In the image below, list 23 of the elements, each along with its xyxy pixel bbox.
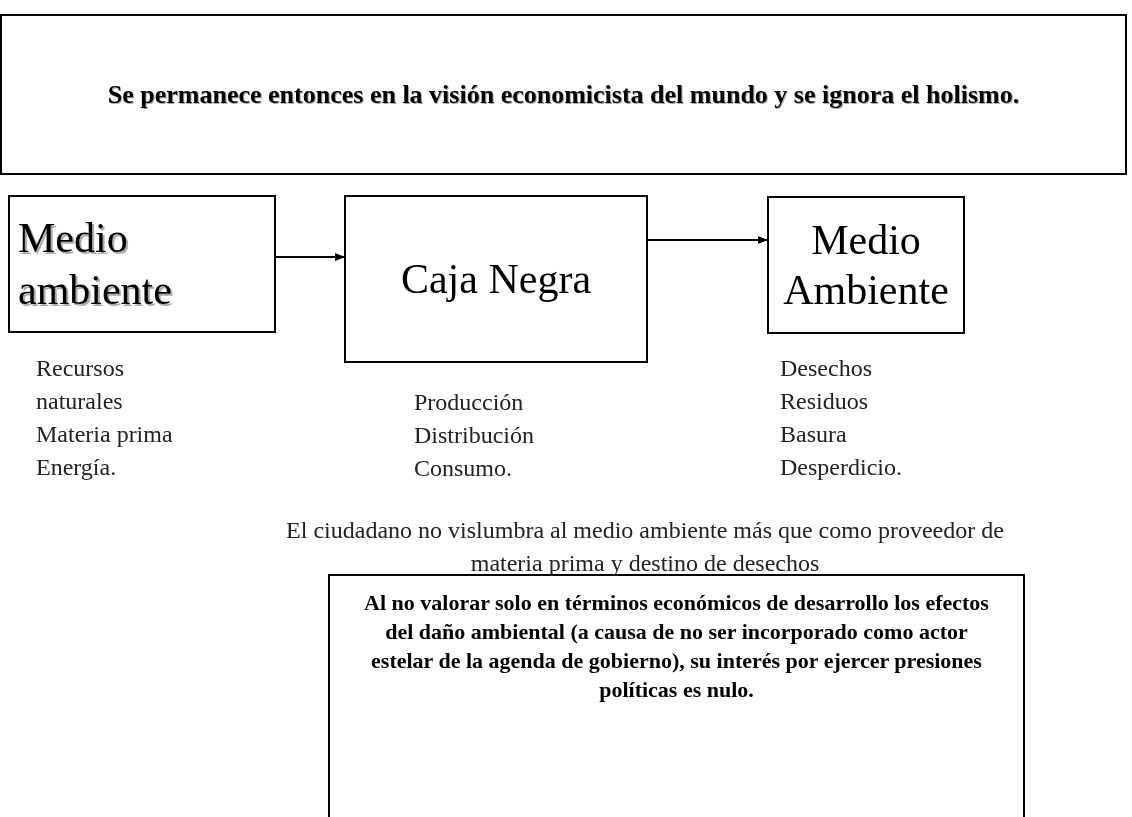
list-item: Producción	[414, 388, 525, 417]
box-text: Caja Negra	[400, 254, 592, 304]
arrow	[275, 253, 345, 261]
box-text: Medio ambiente	[17, 214, 173, 315]
list-item: Desechos	[780, 354, 873, 383]
list-item: Recursos naturales	[36, 354, 125, 416]
note-text: El ciudadano no vislumbra al medio ambiente más que como proveedor de materia prima y destino de desechos	[285, 516, 1005, 578]
list-item: Desperdicio.	[780, 453, 903, 482]
text-box	[767, 196, 965, 334]
text-box	[8, 195, 276, 333]
list-item: Consumo.	[414, 454, 513, 483]
list-item: Materia prima	[36, 420, 174, 449]
list-item: Distribución	[414, 421, 535, 450]
arrow	[647, 236, 768, 244]
list-item: Residuos	[780, 387, 869, 416]
list-item: Energía.	[36, 453, 118, 482]
list-item: Basura	[780, 420, 848, 449]
text-box	[0, 14, 1127, 175]
text-box	[344, 195, 648, 363]
box-text: Medio Ambiente	[782, 216, 950, 315]
box-text: Al no valorar solo en términos económicos de desarrollo los efectos del daño ambiental (a causa de no ser incorporado como actor estelar de la agenda de gobierno), su interés por ejercer presiones políticas es nulo.	[363, 589, 990, 704]
text-box	[328, 574, 1025, 817]
box-text: Se permanece entonces en la visión economicista del mundo y se ignora el holismo.	[106, 78, 1021, 111]
